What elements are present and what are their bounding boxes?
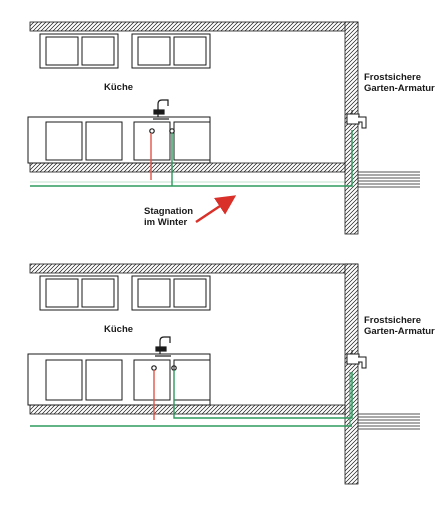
top-panel bbox=[27, 21, 420, 235]
kitchen-label: Küche bbox=[104, 324, 134, 335]
garden-valve-label: Frostsichere Garten-Armatur bbox=[364, 72, 435, 94]
garden-valve-label-line1: Frostsichere bbox=[364, 315, 422, 326]
garden-valve-label-line2: Garten-Armatur bbox=[364, 83, 435, 94]
upper-cabinets bbox=[39, 33, 211, 69]
outside-supply-lines bbox=[358, 171, 420, 188]
garden-valve-label-line1: Frostsichere bbox=[364, 72, 422, 83]
ceiling-slab bbox=[29, 263, 359, 274]
bottom-panel bbox=[27, 263, 420, 485]
floor-slab bbox=[29, 404, 346, 415]
stagnation-label-line1: Stagnation bbox=[144, 206, 194, 217]
garden-valve-label: Frostsichere Garten-Armatur bbox=[364, 315, 435, 337]
base-cabinets bbox=[27, 353, 211, 406]
stagnation-label: Stagnation im Winter bbox=[144, 206, 193, 228]
stagnation-label-line2: im Winter bbox=[144, 217, 188, 228]
garden-valve-icon bbox=[346, 110, 367, 129]
garden-valve-label-line2: Garten-Armatur bbox=[364, 326, 435, 337]
outside-supply-lines bbox=[358, 413, 420, 430]
kitchen-label: Küche bbox=[104, 82, 134, 93]
exterior-wall bbox=[344, 21, 359, 235]
ceiling-slab bbox=[29, 21, 359, 32]
cold-pipe bbox=[173, 370, 353, 419]
faucet-icon bbox=[151, 336, 177, 371]
upper-cabinets bbox=[39, 275, 211, 311]
floor-slab bbox=[29, 162, 346, 173]
garden-valve-icon bbox=[346, 350, 367, 369]
arrow-icon bbox=[195, 195, 237, 224]
base-cabinets bbox=[27, 116, 211, 164]
